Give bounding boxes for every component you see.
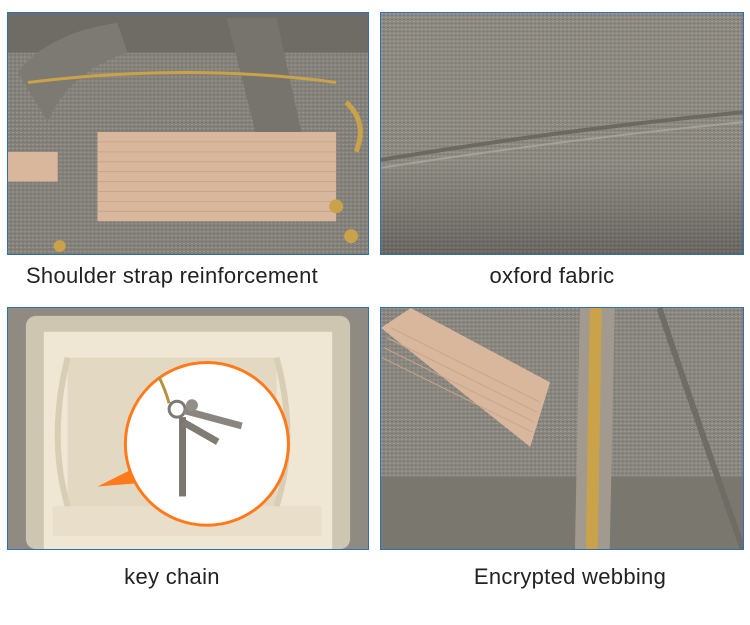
photo-oxford-fabric [380, 12, 744, 255]
caption-oxford-fabric: oxford fabric [489, 263, 615, 288]
caption-encrypted-webbing: Encrypted webbing [473, 564, 667, 589]
caption-key-chain: key chain [124, 564, 220, 589]
keys-icon [157, 376, 243, 497]
photo-encrypted-webbing [380, 307, 744, 550]
webbing-illustration [381, 308, 743, 549]
caption-shoulder-strap: Shoulder strap reinforcement [25, 263, 319, 288]
shoulder-strap-illustration [8, 13, 368, 254]
oxford-fabric-illustration [381, 13, 743, 254]
photo-shoulder-strap [7, 12, 369, 255]
photo-key-chain [7, 307, 369, 550]
key-chain-illustration [8, 308, 368, 549]
